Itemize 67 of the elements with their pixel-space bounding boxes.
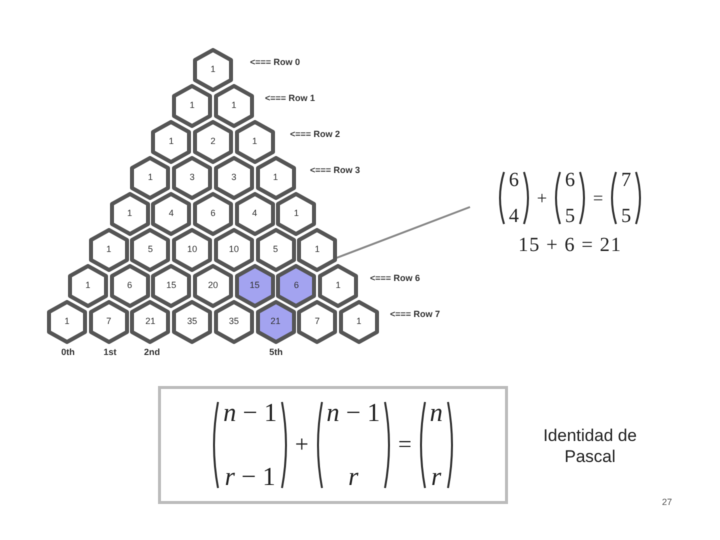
row-label: <=== Row 1 <box>265 92 316 105</box>
row-label: <=== Row 7 <box>390 308 440 321</box>
column-label: 1st <box>102 346 118 359</box>
hexagon-cell: 1 <box>276 192 316 236</box>
binomial-entry: r <box>431 464 442 490</box>
hexagon-cell: 10 <box>214 228 254 272</box>
operator: + <box>536 186 547 210</box>
hexagon-cell: 7 <box>297 300 338 344</box>
hexagon-cell: 1 <box>193 48 233 92</box>
hexagon-cell: 35 <box>172 300 212 344</box>
hexagon-cell: 1 <box>172 84 212 128</box>
column-label: 0th <box>60 346 76 359</box>
hexagon-cell: 1 <box>151 120 192 164</box>
binomial-entry: n <box>430 400 443 426</box>
equation-text: 15 + 6 = 21 <box>518 233 622 258</box>
operator: + <box>294 431 308 460</box>
hexagon-cell: 6 <box>110 264 150 308</box>
hexagon-cell: 10 <box>172 228 212 272</box>
hexagon-cell: 5 <box>130 228 170 272</box>
hexagon-cell: 5 <box>256 228 296 272</box>
operator: = <box>593 186 604 210</box>
hexagon-cell: 35 <box>214 300 254 344</box>
hexagon-cell: 21 <box>130 300 170 344</box>
hexagon-cell: 1 <box>234 120 275 164</box>
hexagon-cell: 15 <box>234 264 275 308</box>
binomial-entry: n − 1 <box>223 400 277 426</box>
hexagon-cell: 20 <box>193 264 233 308</box>
operator: = <box>398 431 412 460</box>
binomial-entry: r − 1 <box>224 464 276 490</box>
row-label: <=== Row 6 <box>370 272 420 285</box>
binomial-entry: 4 <box>508 206 519 226</box>
hexagon-cell: 1 <box>256 156 296 200</box>
hexagon-cell: 6 <box>193 192 233 236</box>
hexagon-cell: 21 <box>256 300 296 344</box>
column-label: 5th <box>268 346 284 359</box>
hexagon-cell: 1 <box>47 300 88 344</box>
row-label: <=== Row 0 <box>250 56 300 69</box>
hexagon-cell: 6 <box>276 264 316 308</box>
hexagon-cell: 7 <box>88 300 129 344</box>
binomial-entry: 5 <box>565 206 575 226</box>
hexagon-cell: 15 <box>151 264 192 308</box>
hexagon-cell: 4 <box>234 192 275 236</box>
hexagon-cell: 1 <box>88 228 129 272</box>
formula-box <box>158 386 508 504</box>
hexagon-cell: 1 <box>214 84 254 128</box>
row-label: <=== Row 3 <box>310 164 360 177</box>
hexagon-cell: 1 <box>297 228 338 272</box>
binomial-entry: r <box>348 464 358 490</box>
hexagon-cell: 4 <box>151 192 192 236</box>
leader-line <box>336 206 470 259</box>
hexagon-cell: 3 <box>172 156 212 200</box>
hexagon-cell: 2 <box>193 120 233 164</box>
binomial-entry: 5 <box>621 206 632 226</box>
hexagon-cell: 1 <box>110 192 150 236</box>
binomial-entry: 6 <box>508 170 519 190</box>
column-label: 2nd <box>142 346 161 359</box>
hexagon-cell: 1 <box>68 264 108 308</box>
hexagon-cell: 1 <box>338 300 379 344</box>
page-number: 27 <box>662 496 672 509</box>
caption-text: Identidad de Pascal <box>542 425 638 468</box>
binomial-entry: 7 <box>621 170 632 190</box>
hexagon-cell: 1 <box>318 264 358 308</box>
binomial-entry: 6 <box>565 170 575 190</box>
binomial-entry: n − 1 <box>326 400 380 426</box>
hexagon-cell: 1 <box>130 156 170 200</box>
hexagon-cell: 3 <box>214 156 254 200</box>
row-label: <=== Row 2 <box>290 128 340 141</box>
